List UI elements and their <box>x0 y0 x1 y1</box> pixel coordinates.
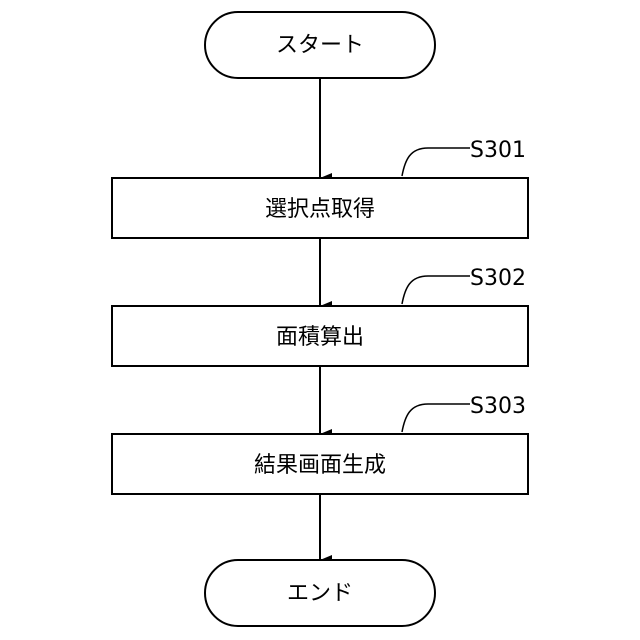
process-box-step1: 選択点取得 <box>112 178 528 238</box>
end-terminator: エンド <box>205 560 435 626</box>
start-terminator: スタート <box>205 12 435 78</box>
step3-leader-line <box>402 404 470 432</box>
process-box-step3: 結果画面生成 <box>112 434 528 494</box>
step1-id: S301 <box>470 138 526 163</box>
step2-id: S302 <box>470 266 526 291</box>
step3-label: 結果画面生成 <box>254 453 386 478</box>
step2-label: 面積算出 <box>276 325 364 350</box>
start-label: スタート <box>276 33 364 58</box>
process-box-step2: 面積算出 <box>112 306 528 366</box>
step1-label: 選択点取得 <box>265 197 375 222</box>
end-label: エンド <box>287 581 353 606</box>
step3-id: S303 <box>470 394 526 419</box>
step1-leader-line <box>402 148 470 176</box>
step2-leader-line <box>402 276 470 304</box>
